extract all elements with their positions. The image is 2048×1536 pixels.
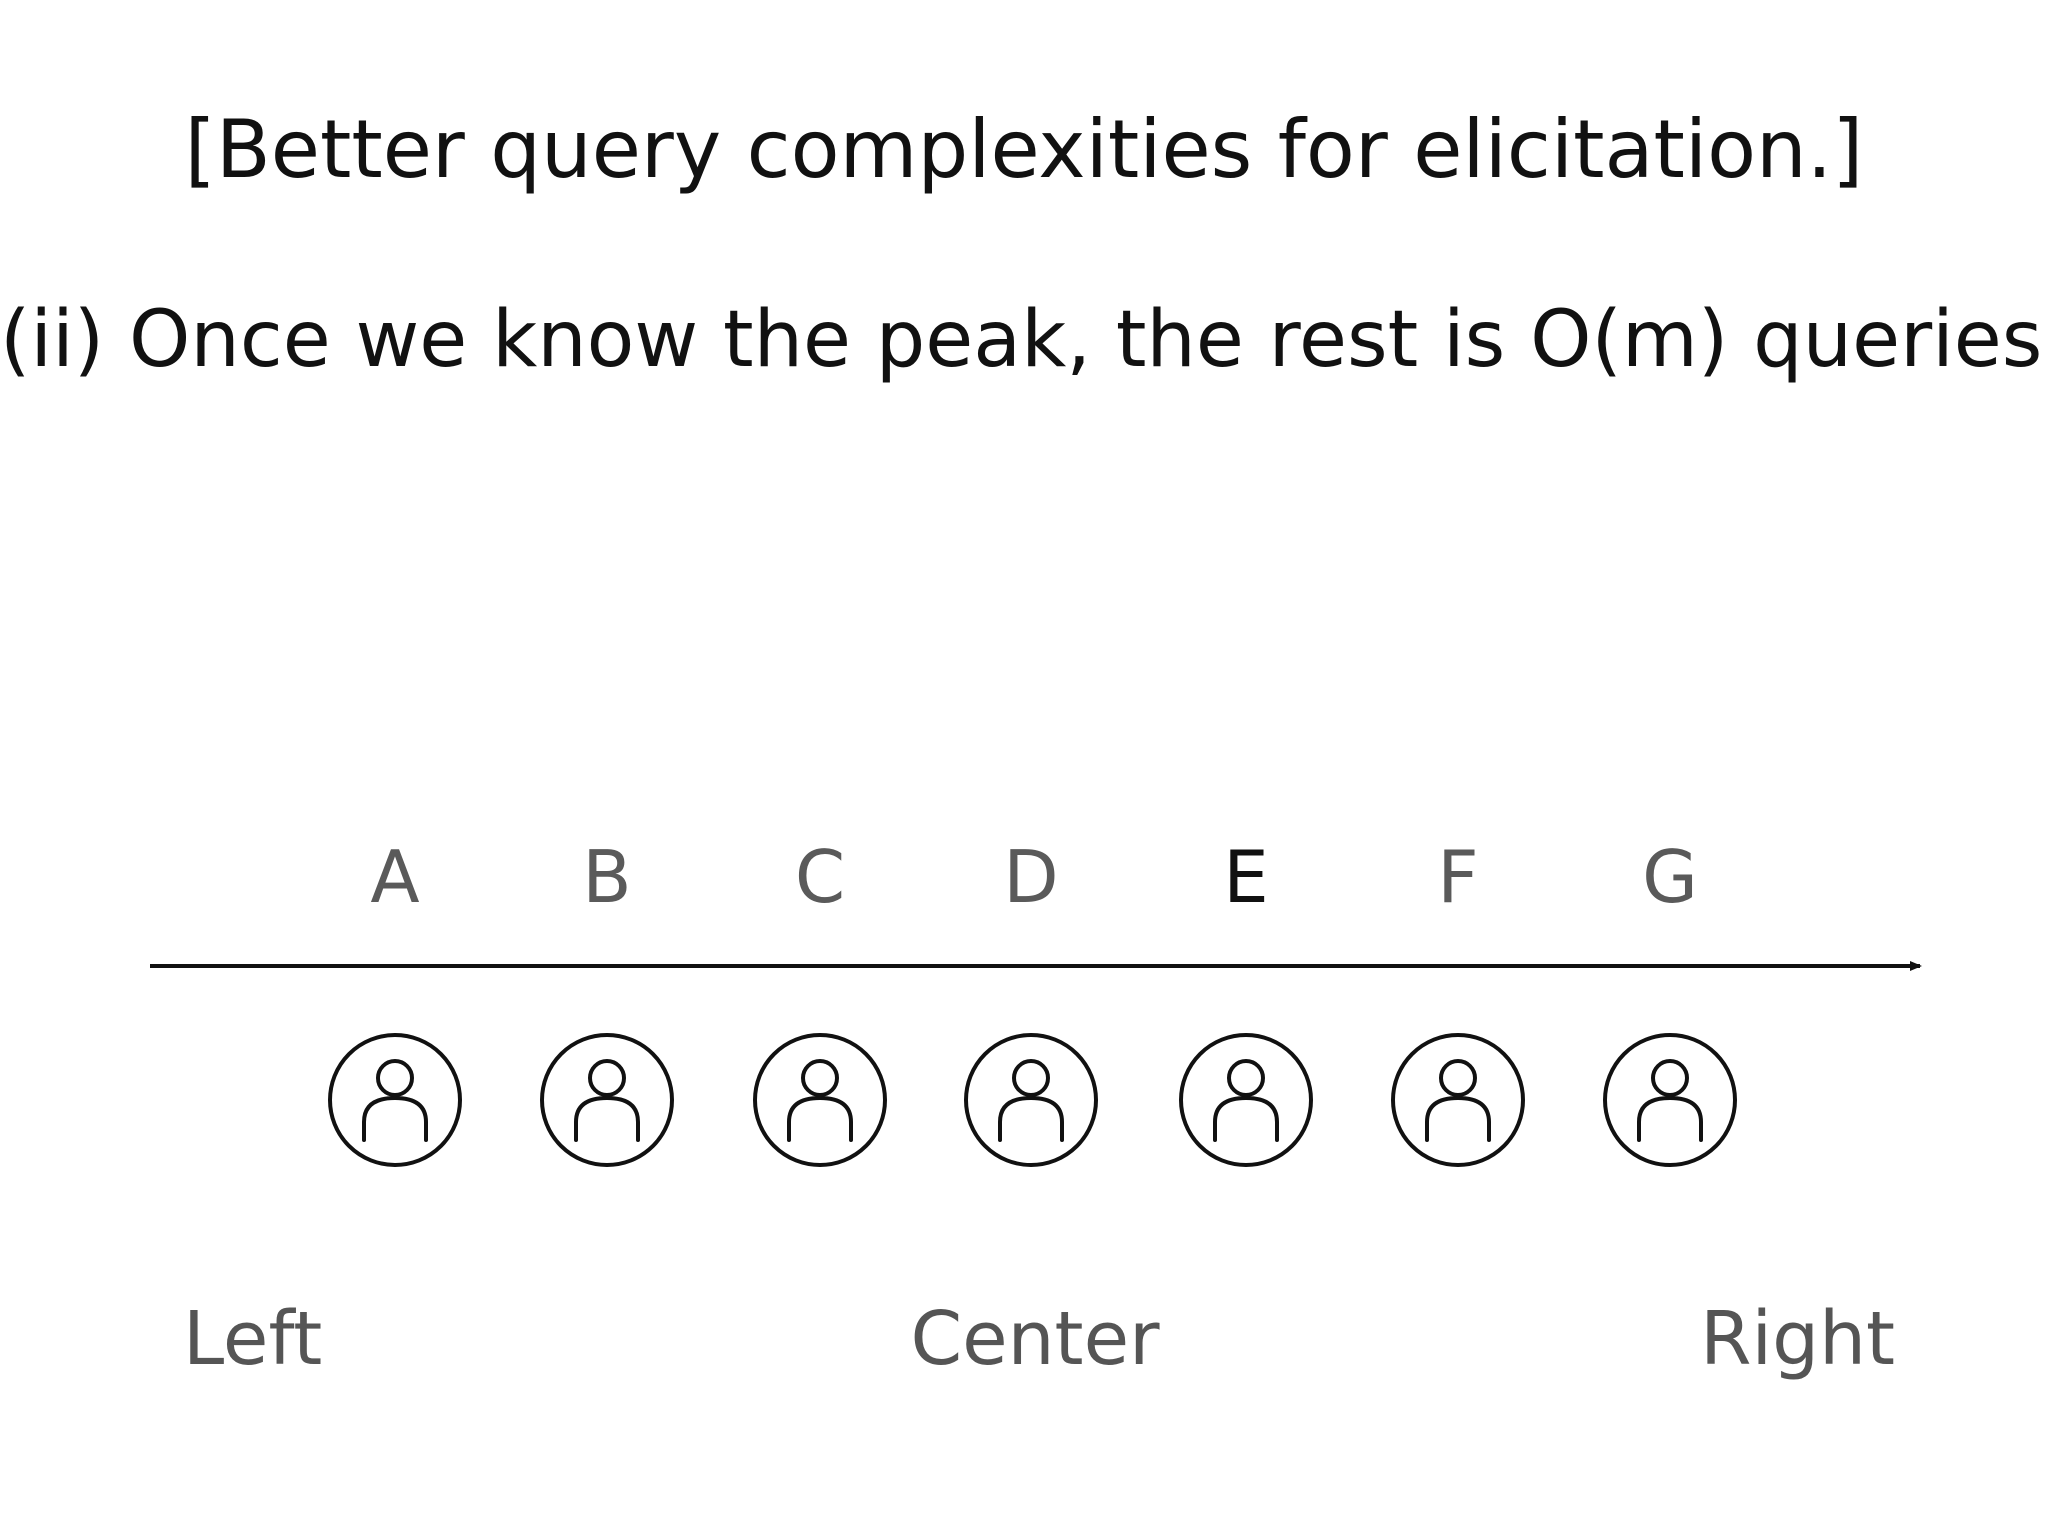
candidate-label-c: C [795,835,845,919]
region-label-center: Center [910,1296,1160,1382]
voter-icons [328,1033,1737,1167]
person-circle-icon [1179,1033,1313,1167]
region-label-left: Left [183,1296,322,1382]
candidate-labels: A B C D E F G [370,835,1698,919]
person-circle-icon [540,1033,674,1167]
slide-title: [Better query complexities for elicitati… [184,103,1864,196]
region-label-right: Right [1700,1296,1895,1382]
candidate-label-f: F [1437,835,1478,919]
candidate-label-a: A [370,835,419,919]
candidate-label-e: E [1223,835,1269,919]
person-circle-icon [1603,1033,1737,1167]
person-circle-icon [328,1033,462,1167]
candidate-label-b: B [582,835,631,919]
person-circle-icon [964,1033,1098,1167]
person-circle-icon [753,1033,887,1167]
person-circle-icon [1391,1033,1525,1167]
slide-subtitle: (ii) Once we know the peak, the rest is … [0,295,2048,385]
candidate-label-d: D [1003,835,1058,919]
candidate-label-g: G [1642,835,1698,919]
